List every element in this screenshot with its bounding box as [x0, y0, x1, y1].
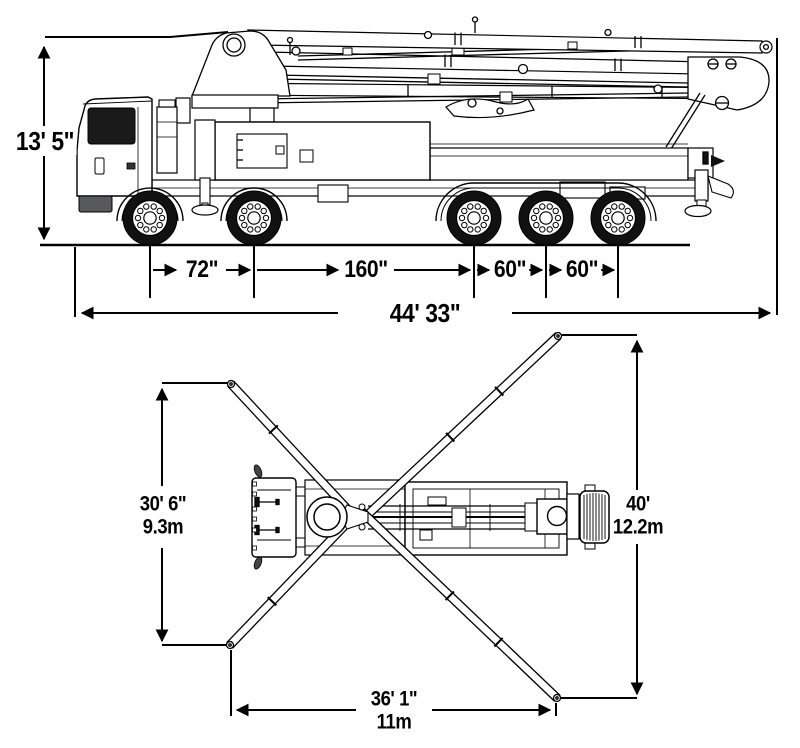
wheel-2 [226, 190, 282, 246]
outrigger-span-m: 11m [376, 710, 412, 733]
dim-label-axle-spacing-1: 72" [183, 257, 221, 283]
wheel-4 [518, 190, 574, 246]
boom-assembly [45, 16, 773, 150]
truck-side-view [40, 16, 773, 247]
wheel-1 [122, 190, 178, 246]
dim-label-axle-spacing-3: 60" [491, 257, 529, 283]
outrigger-length-dimension [560, 334, 644, 699]
outrigger-span-ft: 36' 1" [370, 687, 418, 711]
outrigger-width-ft: 30' 6" [139, 492, 187, 516]
side-view-dimensions [37, 38, 778, 320]
axle-dimension-ticks [149, 246, 619, 298]
cab-window [87, 107, 136, 145]
truck-top-view [225, 331, 610, 703]
truck-cab [76, 96, 178, 213]
dim-label-outrigger-width: 30' 6" 9.3m [137, 492, 189, 539]
front-bumper-side [78, 195, 113, 213]
dim-label-axle-spacing-2: 160" [341, 257, 391, 283]
outrigger-width-m: 9.3m [142, 515, 184, 538]
wheel-5 [590, 190, 646, 246]
truck-chassis [151, 121, 709, 203]
dim-label-overall-length: 44' 33" [387, 299, 463, 327]
outrigger-width-dimension [155, 382, 228, 646]
rear-outrigger-side [684, 147, 734, 218]
dim-label-outrigger-span: 36' 1" 11m [368, 687, 420, 734]
outrigger-length-ft: 40' [626, 492, 650, 516]
overall-length-dimension [74, 38, 778, 320]
pump-unit-plan [536, 493, 580, 540]
top-view-dimensions [155, 334, 644, 717]
outrigger-legs [225, 331, 563, 703]
turret [306, 496, 348, 538]
rear-marker-arrow [711, 155, 725, 167]
front-bumper-plan [251, 464, 297, 570]
wheel-3 [446, 190, 502, 246]
agitator-motor-plan [579, 484, 610, 550]
outrigger-length-m: 12.2m [612, 515, 664, 538]
dim-label-height: 13' 5" [13, 127, 77, 155]
dim-label-axle-spacing-4: 60" [563, 257, 601, 283]
front-outrigger-side [191, 119, 219, 216]
dim-label-outrigger-length: 40' 12.2m [610, 492, 666, 539]
outrigger-span-dimension [230, 650, 557, 717]
